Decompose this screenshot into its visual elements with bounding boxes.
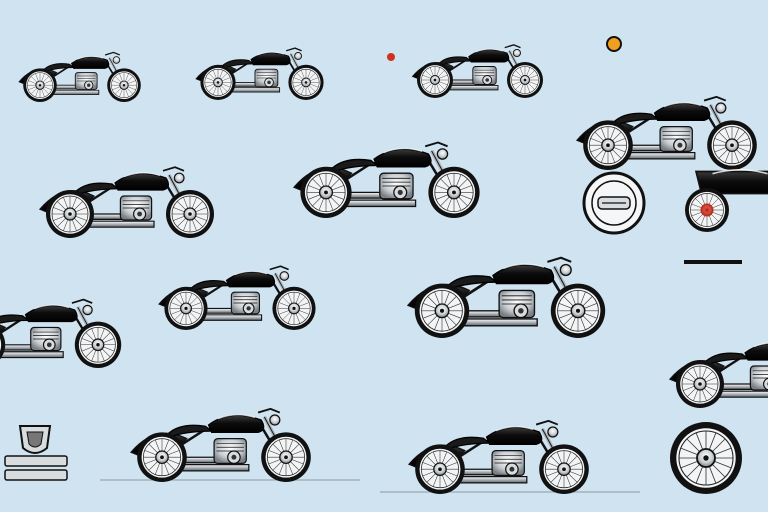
wheel-fragment-right [684,169,768,233]
wheel-fragment [669,421,743,495]
orange-light-dot [606,36,622,52]
red-light-dot [387,53,395,61]
badge-emblem [4,425,68,481]
round-badge [582,171,646,235]
